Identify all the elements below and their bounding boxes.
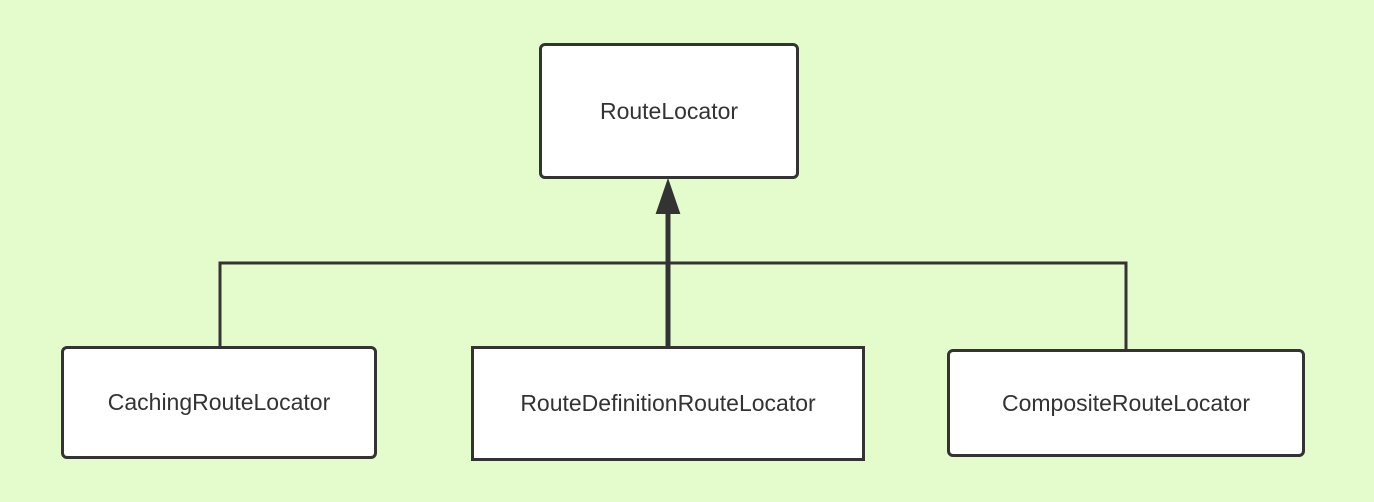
node-route-definition-route-locator: RouteDefinitionRouteLocator: [471, 346, 865, 461]
node-caching-route-locator: CachingRouteLocator: [61, 346, 377, 459]
node-composite-route-locator: CompositeRouteLocator: [947, 349, 1305, 457]
node-label-composite-route-locator: CompositeRouteLocator: [1001, 389, 1251, 416]
edge-composite-to-root: [668, 261, 1128, 349]
node-label-caching-route-locator: CachingRouteLocator: [107, 389, 331, 415]
node-label-route-locator: RouteLocator: [599, 97, 739, 124]
inheritance-arrowhead: [655, 177, 681, 214]
node-label-route-definition-route-locator: RouteDefinitionRouteLocator: [520, 390, 816, 416]
node-route-locator: RouteLocator: [539, 43, 799, 179]
edge-caching-to-root: [218, 261, 668, 346]
